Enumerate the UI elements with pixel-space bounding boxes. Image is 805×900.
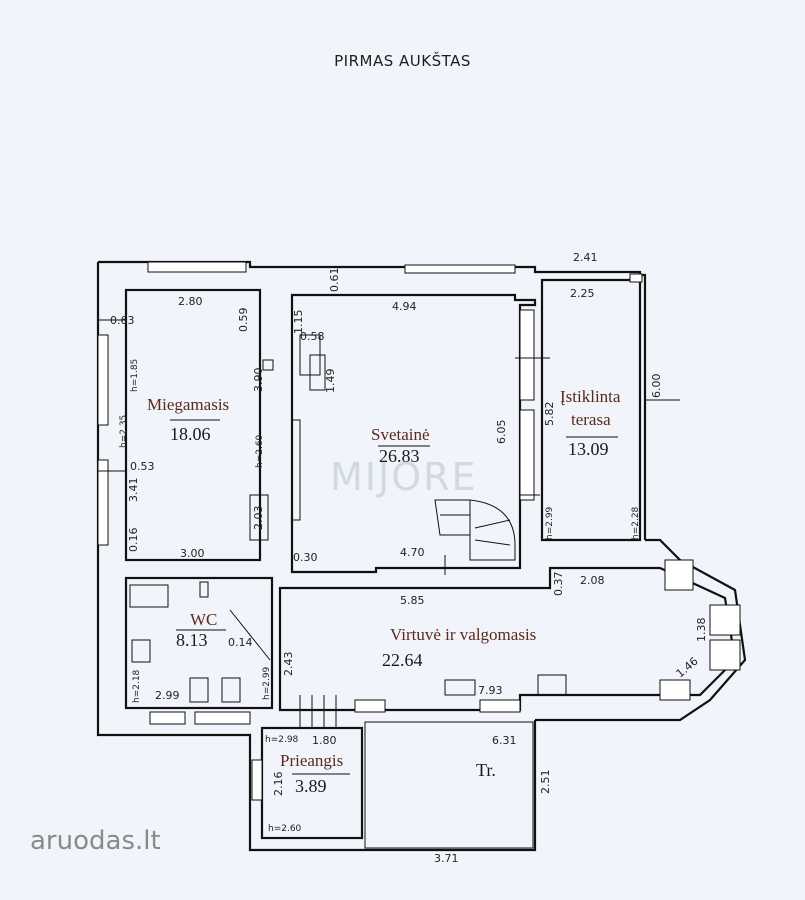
room-name-terasa-1: Įstiklinta xyxy=(560,387,621,406)
dim-0.37: 0.37 xyxy=(552,572,565,597)
dim-6.00: 6.00 xyxy=(650,374,663,399)
dim-2.80: 2.80 xyxy=(178,295,203,308)
dim-0.53: 0.53 xyxy=(130,460,155,473)
dim-0.61: 0.61 xyxy=(328,268,341,293)
dim-2.43: 2.43 xyxy=(282,652,295,677)
dim-1.38: 1.38 xyxy=(695,618,708,643)
room-area-wc: 8.13 xyxy=(176,630,208,650)
room-name-virtuve: Virtuvė ir valgomasis xyxy=(390,625,536,644)
dimension-labels: 2.41 2.80 0.59 0.63 0.61 4.94 1.15 0.58 … xyxy=(110,251,708,865)
height-2.60-entry: h=2.60 xyxy=(268,824,302,834)
room-name-terasa-2: terasa xyxy=(571,410,611,429)
room-area-svetaine: 26.83 xyxy=(379,446,420,466)
interior-details xyxy=(98,319,680,728)
dim-3.90: 3.90 xyxy=(252,368,265,393)
dim-1.80: 1.80 xyxy=(312,734,337,747)
dim-2.25: 2.25 xyxy=(570,287,595,300)
dim-5.82: 5.82 xyxy=(543,402,556,427)
dim-2.51: 2.51 xyxy=(539,770,552,795)
room-name-wc: WC xyxy=(190,610,217,629)
room-area-virtuve: 22.64 xyxy=(382,650,423,670)
height-2.98: h=2.98 xyxy=(265,735,299,745)
room-area-miegamasis: 18.06 xyxy=(170,424,211,444)
dim-4.70: 4.70 xyxy=(400,546,425,559)
dim-0.63: 0.63 xyxy=(110,314,135,327)
dim-1.15: 1.15 xyxy=(292,310,305,335)
dim-0.16: 0.16 xyxy=(127,528,140,553)
dim-0.14: 0.14 xyxy=(228,636,253,649)
room-name-tr: Tr. xyxy=(476,760,496,780)
height-labels: h=1.85 h=2.35 h=2.60 h=2.99 h=2.28 h=2.1… xyxy=(119,359,641,834)
room-name-miegamasis: Miegamasis xyxy=(147,395,229,414)
dim-6.31: 6.31 xyxy=(492,734,517,747)
dim-3.71: 3.71 xyxy=(434,852,459,865)
height-2.35: h=2.35 xyxy=(119,415,129,448)
dim-4.94: 4.94 xyxy=(392,300,417,313)
dim-2.41: 2.41 xyxy=(573,251,598,264)
height-2.60: h=2.60 xyxy=(255,434,265,468)
height-2.99-wc: h=2.99 xyxy=(262,666,272,700)
dim-0.58: 0.58 xyxy=(300,330,325,343)
dim-3.00: 3.00 xyxy=(180,547,205,560)
dim-1.46: 1.46 xyxy=(674,655,701,681)
dim-0.59: 0.59 xyxy=(237,308,250,333)
dim-2.03: 2.03 xyxy=(252,506,265,531)
dim-1.49: 1.49 xyxy=(324,369,337,394)
brand-name: aruodas xyxy=(30,826,135,856)
page-title: PIRMAS AUKŠTAS xyxy=(334,52,471,70)
watermark: MIJORE xyxy=(330,455,478,499)
brand-tld: .lt xyxy=(135,826,161,856)
brand-logo: aruodas.lt xyxy=(30,826,161,856)
dim-3.41: 3.41 xyxy=(127,478,140,503)
dim-0.30: 0.30 xyxy=(293,551,318,564)
room-labels: Miegamasis 18.06 Svetainė 26.83 Įstiklin… xyxy=(147,387,621,796)
height-2.99-terrace: h=2.99 xyxy=(545,506,555,540)
dim-2.99: 2.99 xyxy=(155,689,180,702)
height-1.85: h=1.85 xyxy=(130,359,140,392)
dim-2.16: 2.16 xyxy=(272,772,285,797)
windows xyxy=(97,261,741,801)
room-name-svetaine: Svetainė xyxy=(371,425,430,444)
room-name-prieangis: Prieangis xyxy=(280,751,343,770)
height-2.28: h=2.28 xyxy=(631,506,641,540)
room-area-prieangis: 3.89 xyxy=(295,776,327,796)
dim-6.05: 6.05 xyxy=(495,420,508,445)
dim-5.85: 5.85 xyxy=(400,594,425,607)
room-area-terasa: 13.09 xyxy=(568,439,609,459)
height-2.18: h=2.18 xyxy=(132,669,142,703)
dim-2.08: 2.08 xyxy=(580,574,605,587)
dim-7.93: 7.93 xyxy=(478,684,503,697)
